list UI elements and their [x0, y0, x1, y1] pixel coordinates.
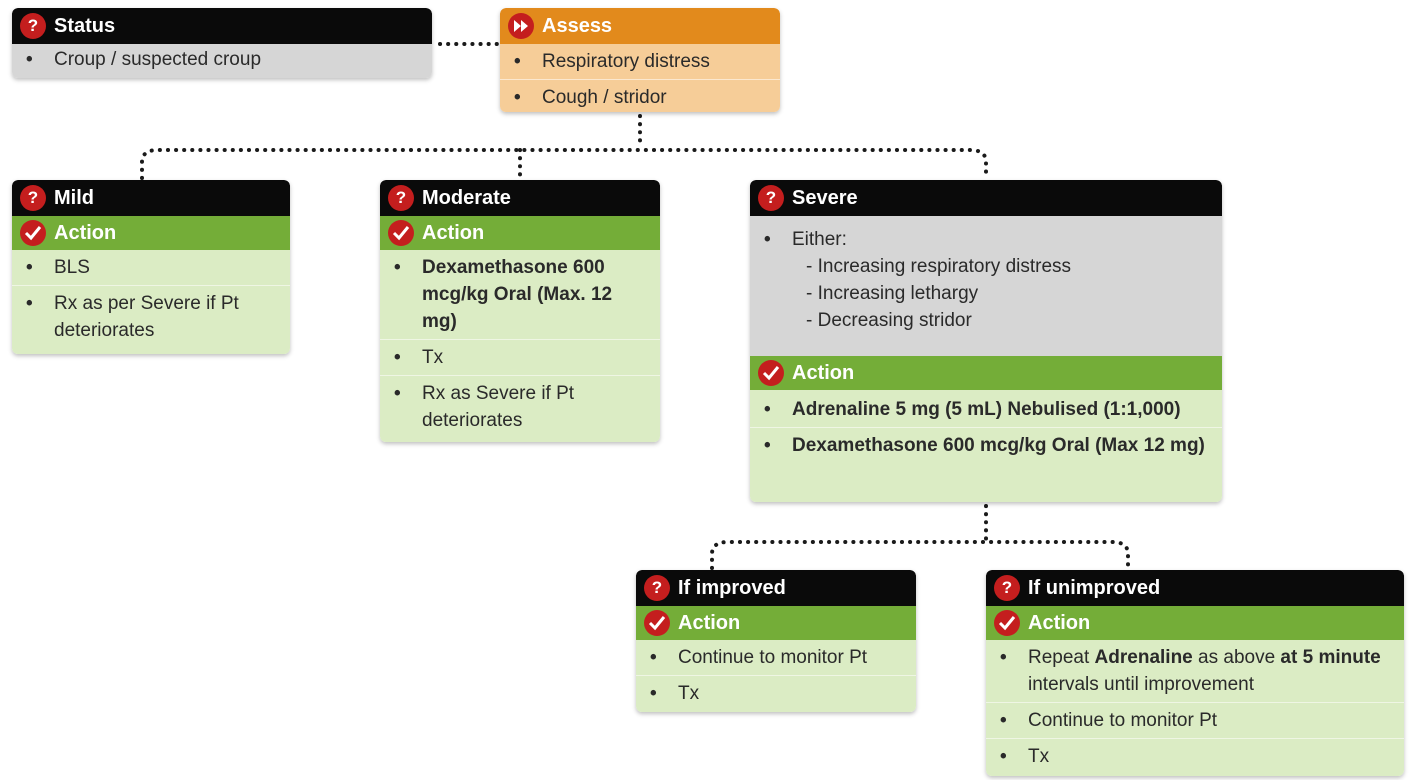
- severe-box: ? Severe • Either: - Increasing respirat…: [750, 180, 1222, 502]
- moderate-action-header: Action: [380, 216, 660, 250]
- question-mark-icon: ?: [20, 185, 46, 211]
- if-improved-header: ? If improved: [636, 570, 916, 606]
- list-item: •Rx as Severe if Pt deteriorates: [380, 375, 660, 438]
- list-item: •Dexamethasone 600 mcg/kg Oral (Max. 12 …: [394, 257, 613, 332]
- list-item: •Tx: [636, 675, 916, 711]
- list-item: •Respiratory distress: [514, 51, 710, 72]
- question-mark-icon: ?: [20, 13, 46, 39]
- list-item: •Dexamethasone 600 mcg/kg Oral (Max 12 m…: [750, 427, 1222, 463]
- severe-action-header: Action: [750, 356, 1222, 390]
- fast-forward-icon: [508, 13, 534, 39]
- status-header: ? Status: [12, 8, 432, 44]
- list-item: •Croup / suspected croup: [26, 49, 262, 70]
- severe-header: ? Severe: [750, 180, 1222, 216]
- mild-header: ? Mild: [12, 180, 290, 216]
- checkmark-icon: [20, 220, 46, 246]
- question-mark-icon: ?: [994, 575, 1020, 601]
- checkmark-icon: [644, 610, 670, 636]
- list-item: • Repeat Adrenaline as above at 5 minute…: [1000, 647, 1381, 695]
- severe-criteria: • Either: - Increasing respiratory distr…: [764, 229, 1072, 331]
- checkmark-icon: [994, 610, 1020, 636]
- if-improved-action-header: Action: [636, 606, 916, 640]
- status-title: Status: [54, 14, 116, 37]
- question-mark-icon: ?: [758, 185, 784, 211]
- if-improved-box: ? If improved Action •Continue to monito…: [636, 570, 916, 712]
- list-item: •Tx: [986, 738, 1404, 774]
- list-item: •Adrenaline 5 mg (5 mL) Nebulised (1:1,0…: [764, 399, 1181, 420]
- moderate-box: ? Moderate Action •Dexamethasone 600 mcg…: [380, 180, 660, 442]
- question-mark-icon: ?: [644, 575, 670, 601]
- assess-header: Assess: [500, 8, 780, 44]
- status-box: ? Status •Croup / suspected croup: [12, 8, 432, 78]
- checkmark-icon: [758, 360, 784, 386]
- checkmark-icon: [388, 220, 414, 246]
- assess-title: Assess: [542, 14, 613, 37]
- list-item: •Continue to monitor Pt: [986, 702, 1404, 738]
- assess-box: Assess •Respiratory distress •Cough / st…: [500, 8, 780, 112]
- moderate-header: ? Moderate: [380, 180, 660, 216]
- if-unimproved-header: ? If unimproved: [986, 570, 1404, 606]
- mild-box: ? Mild Action •BLS •Rx as per Severe if …: [12, 180, 290, 354]
- list-item: •BLS: [26, 257, 90, 278]
- mild-action-header: Action: [12, 216, 290, 250]
- if-unimproved-box: ? If unimproved Action • Repeat Adrenali…: [986, 570, 1404, 776]
- list-item: •Rx as per Severe if Pt deteriorates: [12, 285, 290, 348]
- if-unimproved-action-header: Action: [986, 606, 1404, 640]
- list-item: •Tx: [380, 339, 660, 375]
- question-mark-icon: ?: [388, 185, 414, 211]
- list-item: •Cough / stridor: [500, 79, 780, 112]
- list-item: •Continue to monitor Pt: [650, 647, 868, 668]
